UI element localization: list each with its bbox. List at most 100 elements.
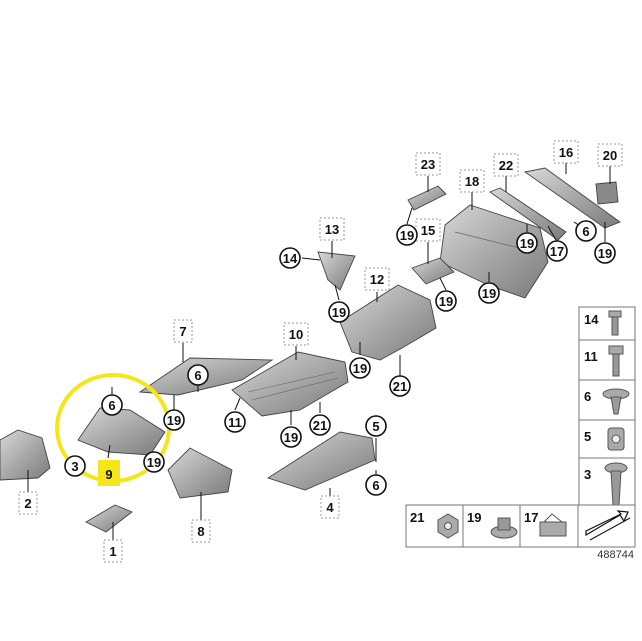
bracket-20 (595, 181, 619, 205)
callout-circle-6-c[interactable]: 6 (365, 474, 387, 496)
callout-circle-5[interactable]: 5 (365, 415, 387, 437)
callout-circle-11[interactable]: 11 (224, 411, 246, 433)
callout-15[interactable]: 15 (415, 218, 441, 242)
legend-item-6[interactable]: 6 (584, 388, 630, 415)
svg-text:19: 19 (167, 413, 181, 428)
legend-item-21[interactable]: 21 (410, 510, 459, 539)
svg-text:6: 6 (194, 368, 201, 383)
callout-circle-17[interactable]: 17 (546, 240, 568, 262)
legend-item-14[interactable]: 14 (584, 310, 622, 336)
svg-text:9: 9 (105, 467, 112, 482)
svg-text:19: 19 (400, 228, 414, 243)
svg-text:6: 6 (108, 398, 115, 413)
part-8 (167, 447, 233, 499)
legend-item-17[interactable]: 17 (524, 510, 567, 537)
part-9 (77, 407, 166, 456)
strip-16 (523, 167, 621, 229)
push-rivet-icon (604, 462, 628, 506)
callout-circle-19-c[interactable]: 19 (280, 426, 302, 448)
callout-circle-19-a[interactable]: 19 (143, 451, 165, 473)
svg-text:17: 17 (550, 244, 564, 259)
flange-nut-icon (490, 517, 518, 539)
fastener-legend-right: 14 11 6 5 (578, 306, 636, 516)
callout-circle-19-f[interactable]: 19 (396, 224, 418, 246)
legend-item-5[interactable]: 5 (584, 427, 625, 451)
callout-circle-14[interactable]: 14 (279, 247, 301, 269)
svg-text:19: 19 (467, 510, 481, 525)
callout-circle-19-h[interactable]: 19 (478, 282, 500, 304)
svg-text:11: 11 (584, 349, 598, 364)
callout-circle-6-d[interactable]: 6 (575, 220, 597, 242)
callout-4[interactable]: 4 (320, 495, 340, 519)
callout-circle-19-i[interactable]: 19 (516, 232, 538, 254)
svg-text:3: 3 (71, 459, 78, 474)
highlight-label-bg (98, 460, 120, 486)
svg-text:6: 6 (584, 389, 591, 404)
svg-text:1: 1 (109, 544, 116, 559)
callout-circle-19-d[interactable]: 19 (349, 357, 371, 379)
part-15 (411, 257, 455, 285)
callout-7[interactable]: 7 (173, 319, 193, 343)
callout-18[interactable]: 18 (459, 169, 485, 193)
svg-text:11: 11 (228, 415, 242, 430)
svg-text:19: 19 (439, 294, 453, 309)
svg-text:13: 13 (325, 222, 339, 237)
legend-item-19[interactable]: 19 (467, 510, 518, 539)
svg-text:5: 5 (584, 429, 591, 444)
bolt-icon (608, 345, 624, 377)
bracket-13 (317, 251, 356, 291)
svg-text:19: 19 (147, 455, 161, 470)
svg-text:2: 2 (24, 496, 31, 511)
svg-text:19: 19 (332, 305, 346, 320)
callout-circle-19-e[interactable]: 19 (328, 301, 350, 323)
callout-8[interactable]: 8 (191, 519, 211, 543)
svg-text:19: 19 (520, 236, 534, 251)
svg-text:21: 21 (393, 379, 407, 394)
svg-text:12: 12 (370, 272, 384, 287)
callout-circle-6-a[interactable]: 6 (101, 394, 123, 416)
svg-text:20: 20 (603, 148, 617, 163)
svg-text:17: 17 (524, 510, 538, 525)
callout-circle-6-b[interactable]: 6 (187, 364, 209, 386)
callout-2[interactable]: 2 (18, 491, 38, 515)
svg-text:7: 7 (179, 324, 186, 339)
hex-nut-icon (437, 513, 459, 539)
direction-arrow-icon (577, 504, 636, 548)
legend-item-3[interactable]: 3 (584, 462, 628, 506)
callout-13[interactable]: 13 (319, 217, 345, 241)
callout-20[interactable]: 20 (597, 143, 623, 167)
strip-22 (489, 187, 567, 241)
callout-circle-19-j[interactable]: 19 (594, 242, 616, 264)
svg-text:19: 19 (482, 286, 496, 301)
callout-23[interactable]: 23 (415, 152, 441, 176)
svg-text:6: 6 (372, 478, 379, 493)
callout-10[interactable]: 10 (283, 322, 309, 346)
heat-shield-10 (231, 351, 349, 417)
callout-1[interactable]: 1 (103, 539, 123, 563)
callout-9[interactable]: 9 (105, 467, 112, 482)
callout-circle-21-b[interactable]: 21 (389, 375, 411, 397)
svg-text:23: 23 (421, 157, 435, 172)
panel-4 (266, 431, 376, 491)
svg-text:15: 15 (421, 223, 435, 238)
callout-circle-19-b[interactable]: 19 (163, 409, 185, 431)
callout-16[interactable]: 16 (553, 140, 579, 164)
fastener-legend-bottom: 21 19 17 (405, 504, 636, 548)
svg-text:18: 18 (465, 174, 479, 189)
svg-text:21: 21 (410, 510, 424, 525)
heat-shield-12 (339, 284, 437, 361)
callout-circle-19-g[interactable]: 19 (435, 290, 457, 312)
svg-text:16: 16 (559, 145, 573, 160)
part-2 (0, 429, 51, 481)
svg-text:5: 5 (372, 419, 379, 434)
callout-circle-3[interactable]: 3 (64, 455, 86, 477)
svg-text:19: 19 (353, 361, 367, 376)
callout-22[interactable]: 22 (493, 153, 519, 177)
svg-text:21: 21 (313, 418, 327, 433)
diagram-number: 488744 (597, 549, 634, 561)
svg-text:19: 19 (598, 246, 612, 261)
callout-12[interactable]: 12 (364, 267, 390, 291)
legend-item-11[interactable]: 11 (584, 345, 624, 377)
callout-circle-21-a[interactable]: 21 (309, 414, 331, 436)
part-1 (85, 504, 133, 533)
